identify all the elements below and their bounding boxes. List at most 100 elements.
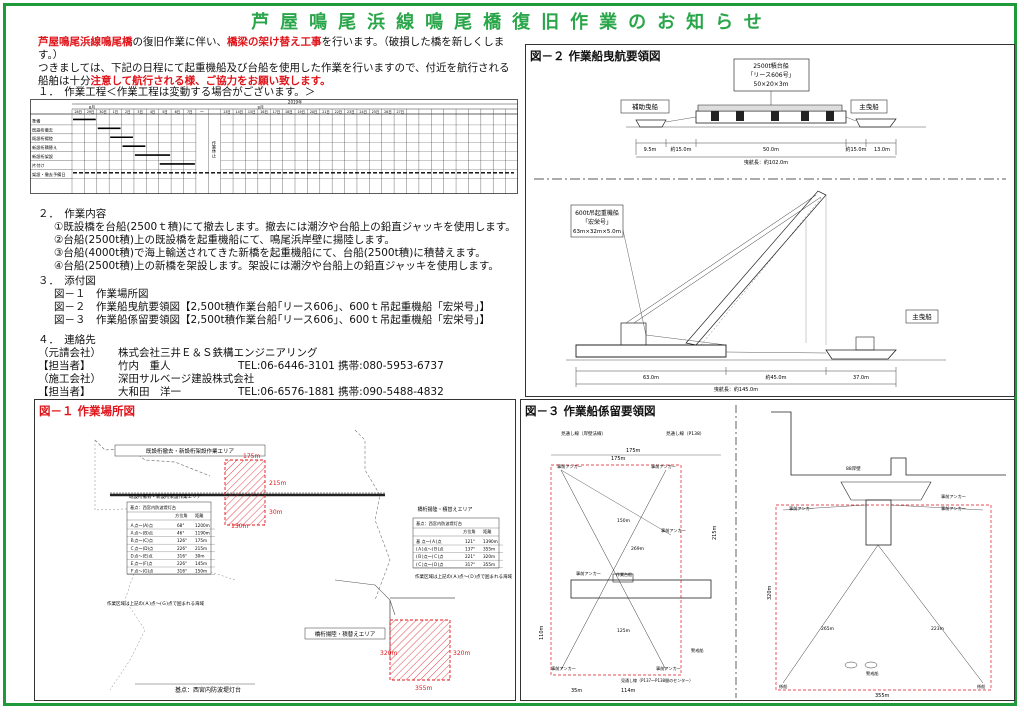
- schedule-date: 21日: [322, 110, 330, 114]
- schedule-date: 19日: [297, 110, 305, 114]
- fig1-table-cell: 121°: [465, 539, 475, 544]
- fig1-table-cell: 316°: [177, 553, 187, 558]
- fig1-table-cell: (Ｃ)点～(Ｄ)点: [416, 562, 443, 568]
- fig1-dim: 320m: [453, 650, 470, 657]
- fig3-dim: 355m: [875, 693, 890, 699]
- fig1-table-cell: 68°: [177, 523, 184, 528]
- fig2-dim-label: 約45.0m: [765, 374, 786, 381]
- intro-line3-red: 注意して航行される様、ご協力をお願い致します。: [90, 75, 331, 87]
- contact-company: 深田サルベージ建設株式会社: [118, 373, 255, 385]
- work-item-4: ④台船(2500t積)上の新橋を架設します。架設には潮汐や台船上の鉛直ジャッキを…: [54, 260, 499, 272]
- fig3-dim: 35m: [571, 688, 582, 694]
- schedule-date: 26日: [384, 110, 392, 114]
- fig2-crane-name: 「宏栄号」: [582, 218, 612, 226]
- fig2-main-tug: 主曳船: [859, 102, 879, 111]
- fig1-title: 図－１ 作業場所図: [39, 404, 136, 418]
- fig2-dim-label: 約15.0m: [845, 146, 866, 153]
- fig3-right-label: 警戒船: [866, 670, 879, 677]
- schedule-row-label: 新設桁積替え: [32, 144, 57, 151]
- fig1-base-label: 基点：西宮内防波堤灯台: [175, 686, 241, 694]
- fig3-dim: 320m: [767, 585, 773, 600]
- fig3-anchor-label: 事前アンカー: [576, 570, 601, 577]
- section4: ４． 連絡先 （元請会社）株式会社三井Ｅ＆Ｓ鉄構エンジニアリング 【担当者】竹内…: [38, 334, 518, 399]
- fig1-table-cell: 46°: [177, 531, 184, 536]
- schedule-year: 2019年: [288, 99, 302, 105]
- fig2-dim-label: 約15.0m: [670, 146, 691, 153]
- fig2-total-top: 曳航長：約102.0m: [744, 159, 788, 166]
- fig3-label: 見通し線（岸壁法線）: [561, 430, 606, 437]
- schedule-date: 22日: [335, 110, 343, 114]
- fig2-total-bottom: 曳航長：約145.0m: [714, 386, 758, 393]
- fig3-dim: 215m: [712, 525, 718, 540]
- schedule-date: 29日: [87, 110, 95, 114]
- intro-mid: の復旧作業に伴い、: [132, 36, 228, 48]
- intro-red-2: 橋梁の架け替え工事: [227, 36, 322, 48]
- fig1-table-cell: (Ｂ)点～(Ｃ)点: [416, 554, 443, 560]
- fig3-anchor-label: 事前アンカー: [651, 463, 676, 470]
- svg-text:方位角: 方位角: [175, 512, 188, 519]
- fig1-dim: 215m: [269, 480, 286, 487]
- fig1-table-cell: 基 点～(Ａ)点: [416, 538, 442, 545]
- fig1-table-cell: Ｃ点～(D)点: [130, 546, 153, 552]
- fig1-dim: 150m: [231, 523, 248, 530]
- fig1-table-cell: Ｂ点～(C)点: [130, 538, 153, 544]
- fig3-label: 見通し線（P138）: [666, 430, 704, 437]
- schedule-date: 30日: [99, 110, 107, 114]
- contact-role: 【担当者】: [38, 386, 91, 398]
- schedule-date: 15日: [248, 110, 256, 114]
- schedule-date: 25日: [372, 110, 380, 114]
- contact-company: 株式会社三井Ｅ＆Ｓ鉄構エンジニアリング: [118, 347, 318, 359]
- fig3-right-label: 88岸壁: [846, 465, 861, 472]
- intro-line3-start: 船舶は十分: [38, 75, 91, 87]
- intro-text: 芦屋鳴尾浜線鳴尾橋の復旧作業に伴い、橋梁の架け替え工事を行います。（破損した橋を…: [38, 36, 523, 88]
- schedule-month: 8月: [89, 105, 95, 110]
- fig1-table-cell: 1390m: [483, 539, 498, 544]
- contact-role: 【担当者】: [38, 360, 91, 372]
- schedule-date: 1日: [113, 110, 118, 114]
- fig1-area1-label: 既設桁撤去・新設桁架設作業エリア: [146, 447, 235, 455]
- contact-phone: TEL:06-6446-3101 携帯:080-5953-6737: [238, 360, 444, 372]
- fig1-table-cell: 175m: [195, 538, 207, 543]
- svg-text:距離: 距離: [195, 512, 204, 519]
- section2: ２． 作業内容 ①既設橋を台船(2500ｔ積)にて撤去します。撤去には潮汐や台船…: [38, 208, 528, 273]
- fig1-table-cell: Ａ点～(B)点: [130, 531, 153, 537]
- fig1-table1-note: 作業区域は上記の(Ａ)点～(Ｇ)点で囲まれる海域: [107, 600, 205, 607]
- schedule-date: 27日: [397, 110, 405, 114]
- page-title: 芦屋鳴尾浜線鳴尾橋復旧作業のお知らせ: [251, 12, 773, 33]
- attach-item-3: 図－３ 作業船係留要領図【2,500t積作業台船｢リース606｣、600ｔ吊起重…: [54, 314, 490, 326]
- fig2-crane-dims: 63m×32m×5.0m: [573, 229, 621, 235]
- contact-role: （施工会社）: [38, 373, 101, 385]
- fig3-drawing: 見通し線（岸壁法線） 見通し線（P138） 175m 事前アンカー 事前アンカー…: [539, 405, 1006, 699]
- fig2-crane-label: 600t吊起重機船: [575, 209, 619, 217]
- fig1-table-cell: 355m: [483, 547, 495, 552]
- fig3-anchor-label: 事前アンカー: [656, 665, 681, 672]
- fig1-dim: 30m: [269, 509, 283, 516]
- fig1-table2-note: 作業区域は上記の(Ａ)点～(Ｄ)点で囲まれる海域: [415, 573, 513, 580]
- schedule-date: 14日: [236, 110, 244, 114]
- section1-heading: １． 作業工程＜作業工程は変動する場合がございます。＞: [38, 86, 316, 98]
- schedule-row-label: 新設桁架設: [32, 153, 54, 160]
- schedule-date: 6日: [175, 110, 180, 114]
- fig1-table-cell: (Ａ)点～(Ｂ)点: [416, 547, 443, 553]
- fig1-dim: 355m: [415, 685, 432, 692]
- fig1-table-cell: 316°: [177, 569, 187, 574]
- svg-text:方位角: 方位角: [463, 528, 476, 535]
- schedule-date: 20日: [310, 110, 318, 114]
- fig3-right-label: 事前アンカー: [941, 493, 966, 500]
- fig1-table-cell: 226°: [177, 546, 187, 551]
- work-item-1: ①既設橋を台船(2500ｔ積)にて撤去します。撤去には潮汐や台船上の鉛直ジャッキ…: [54, 221, 516, 233]
- section3: ３． 添付図 図－１ 作業場所図 図－２ 作業船曳航要領図【2,500t積作業台…: [38, 275, 528, 327]
- schedule-date: 24日: [359, 110, 367, 114]
- fig2-dim-label: 63.0m: [643, 375, 659, 381]
- fig2-dim-label: 13.0m: [874, 147, 890, 153]
- fig1-area1-label-b: 既設桁撤去・新設桁架設作業エリア: [129, 493, 201, 500]
- intro-end: を行います。（破損した橋を新しくします。）: [38, 36, 505, 61]
- intro-red-1: 芦屋鳴尾浜線鳴尾橋: [38, 36, 133, 48]
- fig3-anchor-label: 事前アンカー: [551, 665, 576, 672]
- fig1-area2-label-b: 橋桁揚陸・積替えエリア: [417, 506, 472, 513]
- fig3-dim: 114m: [621, 688, 636, 694]
- fig2-assist-tug: 補助曳船: [632, 102, 659, 111]
